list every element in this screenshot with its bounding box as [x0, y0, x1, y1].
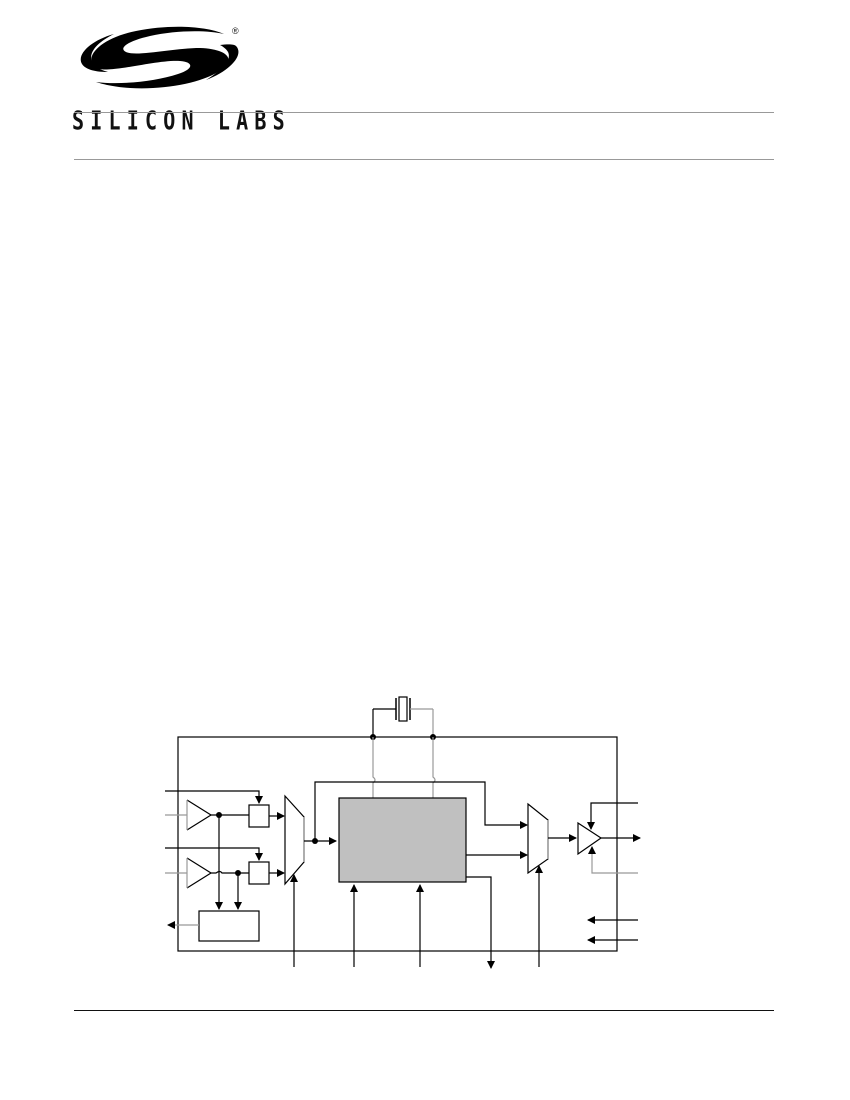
mux-1-icon	[284, 794, 305, 886]
input-buffer-2-icon	[165, 857, 213, 889]
header-top-rule	[74, 112, 774, 113]
chip-boundary	[177, 736, 618, 952]
small-block-2	[248, 861, 270, 885]
mux-2-icon	[527, 802, 549, 875]
silicon-labs-s-logo-icon	[80, 26, 239, 89]
core-block	[338, 797, 467, 883]
detector-block	[198, 910, 260, 942]
silicon-labs-logo: ® SILICON LABS	[70, 24, 285, 135]
input-buffer-1-icon	[165, 799, 213, 831]
block-diagram	[165, 696, 641, 969]
document-body	[74, 170, 774, 670]
header-bottom-rule	[74, 159, 774, 160]
footer-rule	[74, 1010, 774, 1011]
output-driver-icon	[577, 821, 603, 856]
small-block-1	[248, 804, 270, 828]
crystal-icon	[372, 696, 434, 738]
brand-wordmark: SILICON LABS	[72, 104, 291, 136]
registered-mark: ®	[232, 26, 239, 36]
